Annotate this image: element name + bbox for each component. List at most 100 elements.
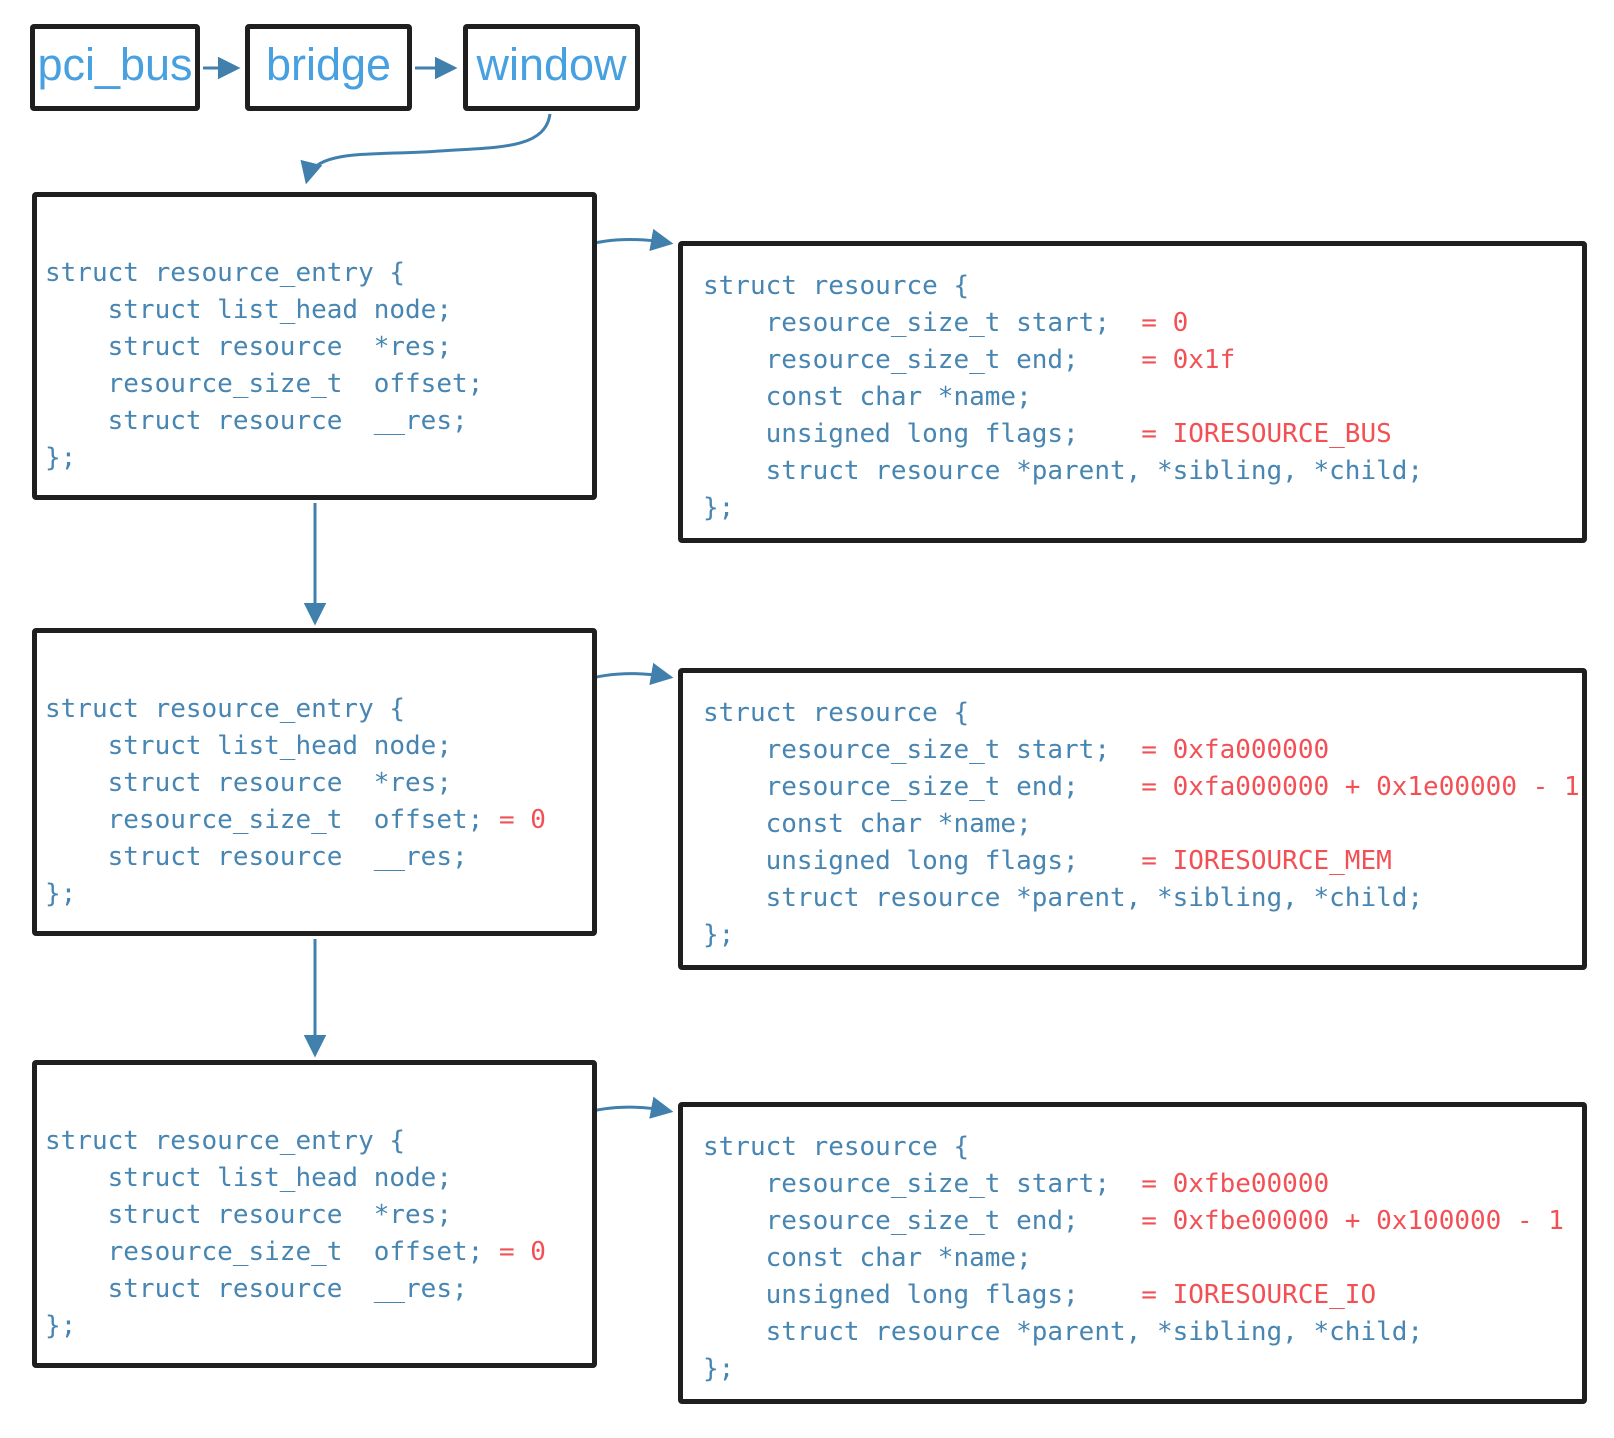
code-annotation: = IORESOURCE_MEM: [1078, 846, 1392, 876]
code-line: };: [703, 1351, 1582, 1388]
code-line: resource_size_t start; = 0: [703, 305, 1582, 342]
code-line: unsigned long flags; = IORESOURCE_BUS: [703, 416, 1582, 453]
code-line: resource_size_t offset; = 0: [45, 802, 592, 839]
code-text: struct list_head node;: [45, 731, 452, 761]
code-line: };: [703, 490, 1582, 527]
code-text: const char *name;: [703, 1243, 1032, 1273]
code-line: struct list_head node;: [45, 292, 592, 329]
resource-box-1: struct resource { resource_size_t start;…: [678, 241, 1587, 543]
code-text: unsigned long flags;: [703, 846, 1079, 876]
code-line: resource_size_t offset; = 0: [45, 1234, 592, 1271]
code-text: resource_size_t end;: [703, 345, 1079, 375]
code-text: struct resource_entry {: [45, 1126, 406, 1156]
code-text: struct resource *res;: [45, 1200, 452, 1230]
resource-box-2: struct resource { resource_size_t start;…: [678, 668, 1587, 970]
code-line: struct resource_entry {: [45, 1123, 592, 1160]
code-annotation: = IORESOURCE_BUS: [1078, 419, 1392, 449]
code-text: struct resource __res;: [45, 842, 468, 872]
code-line: const char *name;: [703, 1240, 1582, 1277]
code-text: struct resource *parent, *sibling, *chil…: [703, 883, 1424, 913]
code-line: };: [45, 1308, 592, 1345]
code-line: unsigned long flags; = IORESOURCE_MEM: [703, 843, 1582, 880]
code-annotation: = 0: [483, 805, 546, 835]
code-line: resource_size_t start; = 0xfa000000: [703, 732, 1582, 769]
code-text: resource_size_t offset;: [45, 369, 484, 399]
code-line: };: [703, 917, 1582, 954]
code-text: resource_size_t start;: [703, 735, 1110, 765]
code-line: struct resource __res;: [45, 839, 592, 876]
code-text: resource_size_t offset;: [45, 805, 484, 835]
code-line: resource_size_t end; = 0x1f: [703, 342, 1582, 379]
code-text: };: [45, 1311, 77, 1341]
code-line: };: [45, 440, 592, 477]
code-text: };: [703, 493, 735, 523]
code-text: const char *name;: [703, 809, 1032, 839]
code-text: struct resource {: [703, 271, 970, 301]
code-text: struct resource_entry {: [45, 694, 406, 724]
code-text: struct resource __res;: [45, 1274, 468, 1304]
code-line: struct resource *parent, *sibling, *chil…: [703, 1314, 1582, 1351]
code-text: struct resource *parent, *sibling, *chil…: [703, 456, 1424, 486]
arrow-window-to-entry1: [300, 113, 552, 185]
code-text: resource_size_t end;: [703, 772, 1079, 802]
code-line: struct resource *res;: [45, 1197, 592, 1234]
code-text: };: [45, 879, 77, 909]
flow-node-label: pci_bus: [37, 39, 193, 90]
code-line: resource_size_t offset;: [45, 366, 592, 403]
code-text: resource_size_t offset;: [45, 1237, 484, 1267]
code-text: const char *name;: [703, 382, 1032, 412]
code-line: struct resource_entry {: [45, 255, 592, 292]
flow-node-label: window: [476, 39, 627, 90]
code-text: struct list_head node;: [45, 295, 452, 325]
code-line: struct list_head node;: [45, 728, 592, 765]
code-line: resource_size_t end; = 0xfbe00000 + 0x10…: [703, 1203, 1582, 1240]
code-text: struct list_head node;: [45, 1163, 452, 1193]
code-annotation: = 0: [483, 1237, 546, 1267]
code-line: unsigned long flags; = IORESOURCE_IO: [703, 1277, 1582, 1314]
resource-entry-box-3: struct resource_entry { struct list_head…: [32, 1060, 597, 1368]
code-line: struct resource_entry {: [45, 691, 592, 728]
flow-node-window: window: [463, 24, 640, 111]
code-text: };: [703, 1354, 735, 1384]
code-line: struct resource *parent, *sibling, *chil…: [703, 880, 1582, 917]
code-annotation: = 0xfa000000 + 0x1e00000 - 1: [1078, 772, 1580, 802]
code-line: struct resource __res;: [45, 1271, 592, 1308]
code-text: struct resource {: [703, 698, 970, 728]
code-text: struct resource *res;: [45, 768, 452, 798]
code-text: resource_size_t start;: [703, 308, 1110, 338]
code-line: struct resource __res;: [45, 403, 592, 440]
code-text: struct resource *parent, *sibling, *chil…: [703, 1317, 1424, 1347]
code-line: struct resource {: [703, 268, 1582, 305]
code-line: resource_size_t end; = 0xfa000000 + 0x1e…: [703, 769, 1582, 806]
resource-entry-box-2: struct resource_entry { struct list_head…: [32, 628, 597, 936]
code-annotation: = 0: [1110, 308, 1189, 338]
code-text: struct resource *res;: [45, 332, 452, 362]
code-line: struct resource {: [703, 695, 1582, 732]
code-annotation: = 0xfbe00000 + 0x100000 - 1: [1078, 1206, 1564, 1236]
code-line: const char *name;: [703, 806, 1582, 843]
code-text: unsigned long flags;: [703, 1280, 1079, 1310]
flow-node-label: bridge: [265, 39, 392, 90]
code-annotation: = 0x1f: [1078, 345, 1236, 375]
code-line: struct resource *res;: [45, 329, 592, 366]
code-annotation: = IORESOURCE_IO: [1078, 1280, 1377, 1310]
code-line: struct list_head node;: [45, 1160, 592, 1197]
resource-entry-box-1: struct resource_entry { struct list_head…: [32, 192, 597, 500]
flow-node-bridge: bridge: [245, 24, 412, 111]
resource-box-3: struct resource { resource_size_t start;…: [678, 1102, 1587, 1404]
code-line: const char *name;: [703, 379, 1582, 416]
code-text: unsigned long flags;: [703, 419, 1079, 449]
code-text: struct resource_entry {: [45, 258, 406, 288]
code-text: };: [45, 443, 77, 473]
code-annotation: = 0xfbe00000: [1110, 1169, 1330, 1199]
code-annotation: = 0xfa000000: [1110, 735, 1330, 765]
code-text: resource_size_t end;: [703, 1206, 1079, 1236]
code-text: struct resource {: [703, 1132, 970, 1162]
flow-node-pci-bus: pci_bus: [30, 24, 200, 111]
code-line: struct resource *parent, *sibling, *chil…: [703, 453, 1582, 490]
code-text: resource_size_t start;: [703, 1169, 1110, 1199]
code-line: struct resource *res;: [45, 765, 592, 802]
code-text: struct resource __res;: [45, 406, 468, 436]
code-text: };: [703, 920, 735, 950]
